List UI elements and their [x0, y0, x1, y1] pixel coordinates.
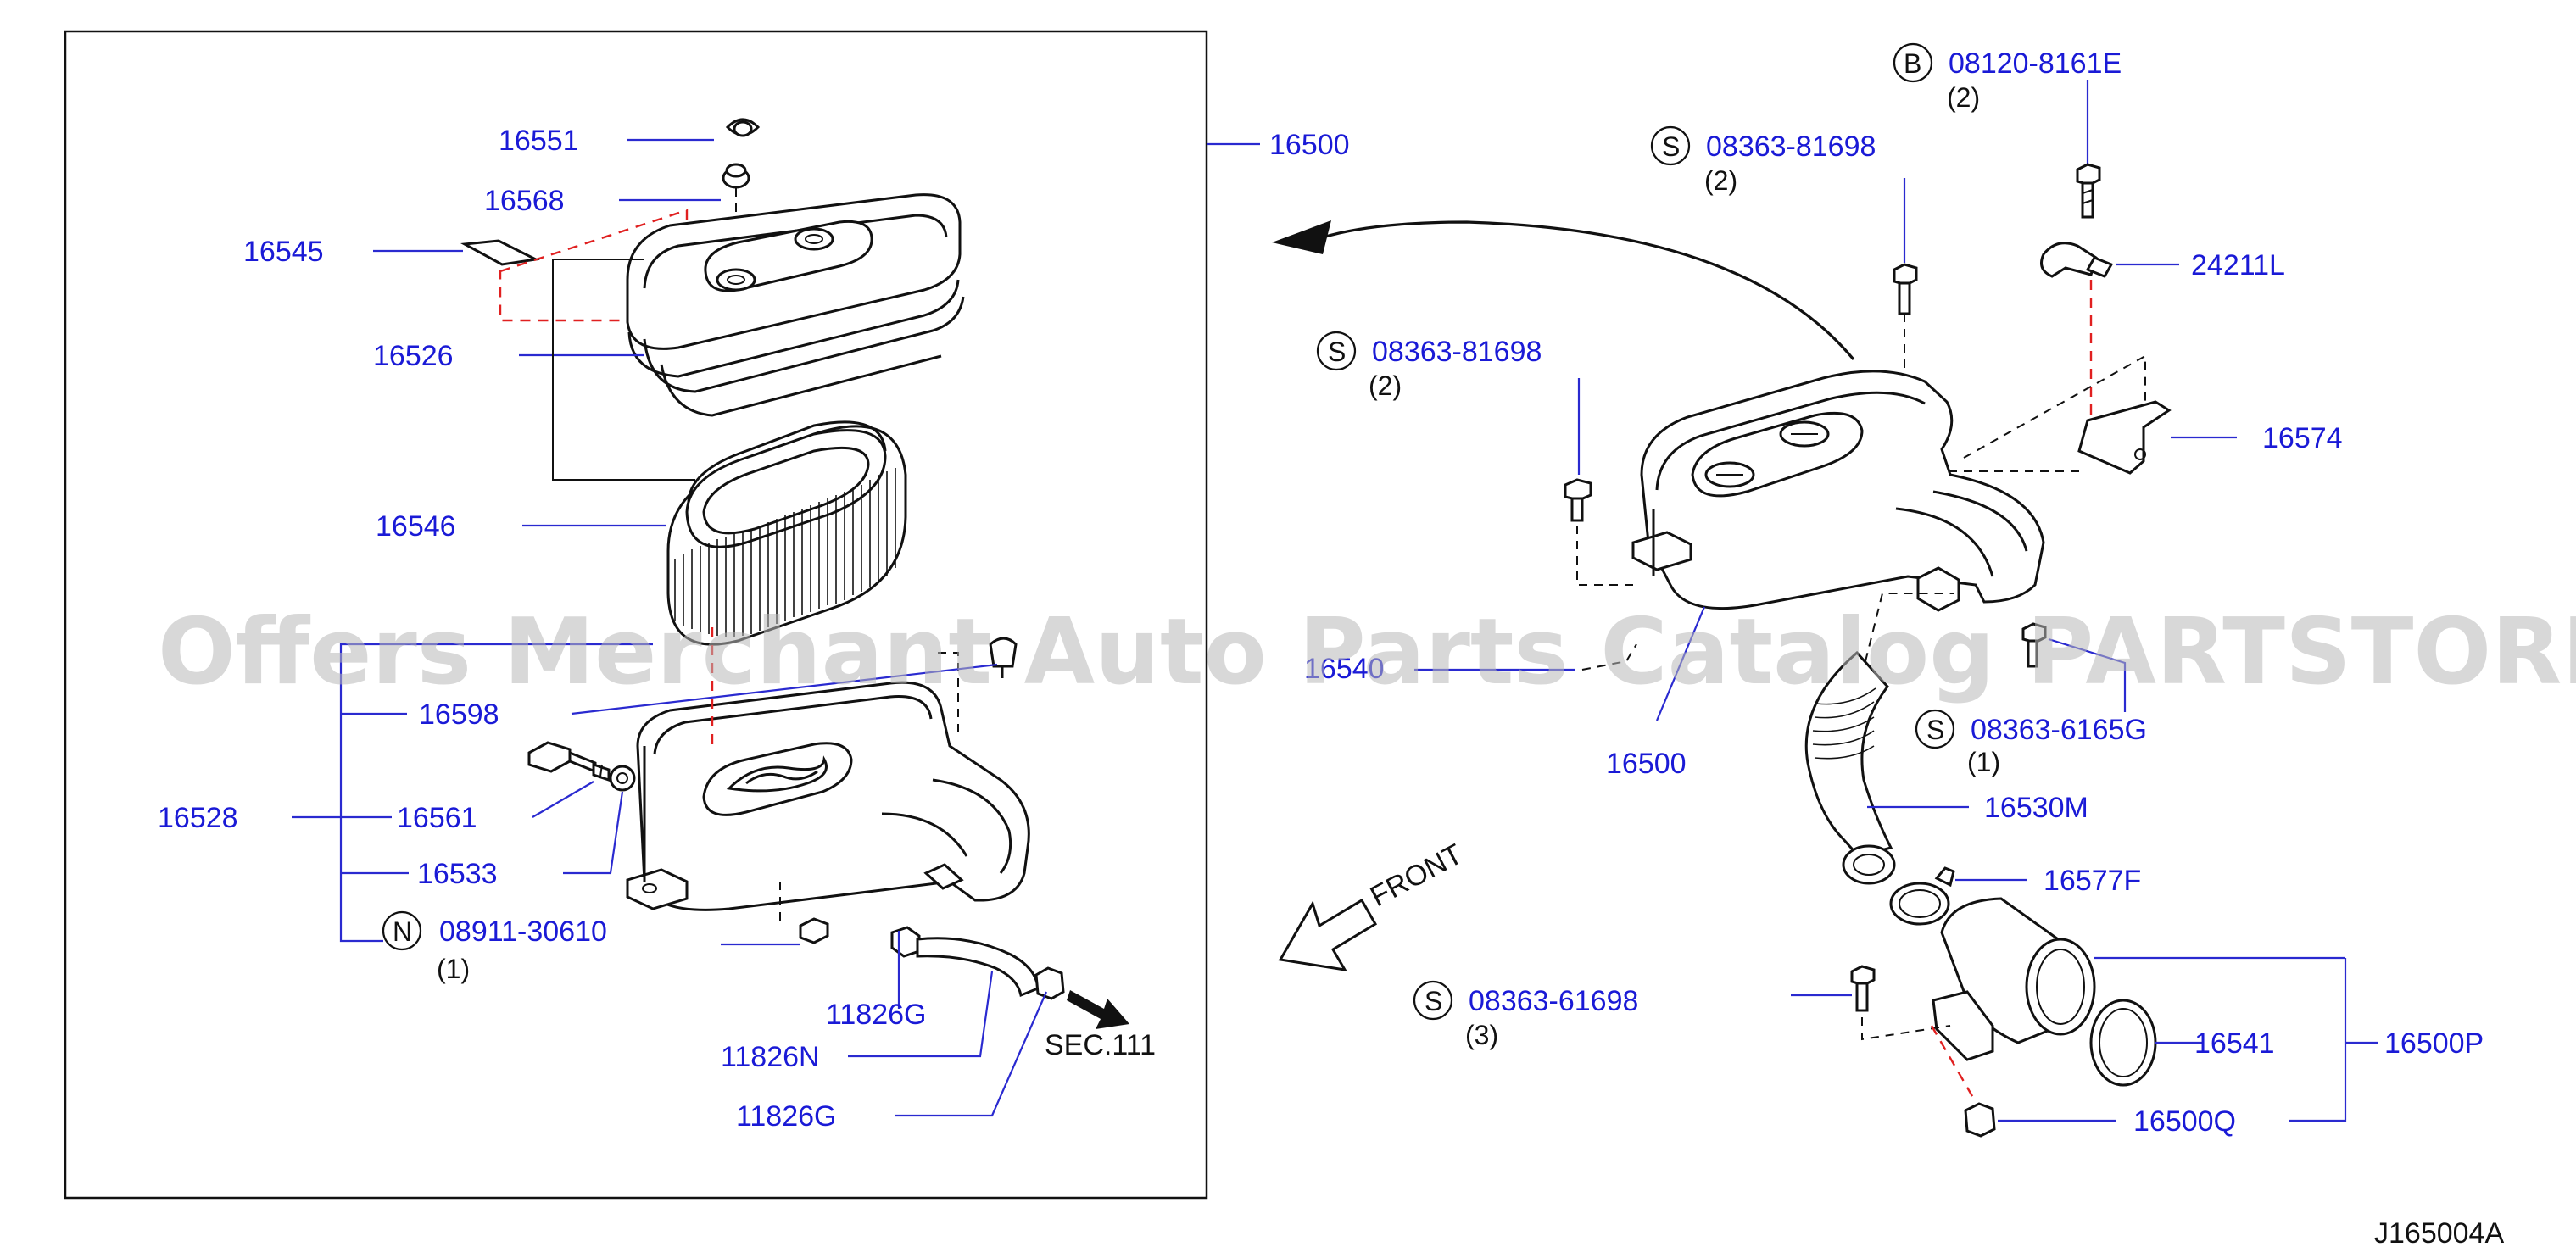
part-label-16551[interactable]: 16551 [499, 125, 579, 157]
air-duct-16530m-drawing [1804, 650, 1896, 885]
part-label-16574[interactable]: 16574 [2262, 422, 2343, 454]
part-label-08363-81698-upper[interactable]: 08363-81698 [1706, 131, 1876, 163]
part-label-16528[interactable]: 16528 [158, 802, 238, 834]
resonator-16500p-drawing [1932, 897, 2096, 1061]
part-label-16540-partial[interactable]: 16540 [1304, 653, 1385, 685]
air-cleaner-cover-16526-drawing [626, 193, 965, 417]
air-cleaner-body-16528-drawing [626, 681, 1030, 911]
part-label-08911-30610[interactable]: 08911-30610 [439, 916, 607, 948]
code-letter-s-3: S [1926, 715, 1944, 745]
air-cleaner-assembly-16500-drawing [1631, 370, 2045, 612]
part-label-16577f[interactable]: 16577F [2044, 865, 2141, 897]
breather-hose-drawing [890, 926, 1129, 1029]
code-circle-b [1893, 42, 1933, 83]
part-label-16500-right[interactable]: 16500 [1606, 748, 1687, 780]
diagram-id: J165004A [2374, 1217, 2504, 1250]
part-label-24211l[interactable]: 24211L [2191, 249, 2285, 281]
front-label: FRONT [1365, 838, 1468, 914]
part-label-16500q[interactable]: 16500Q [2133, 1105, 2236, 1138]
part-label-16546[interactable]: 16546 [376, 510, 456, 543]
part-label-16561[interactable]: 16561 [397, 802, 477, 834]
grommet-16533-drawing [609, 765, 636, 792]
bracket-16574-drawing [2077, 400, 2172, 475]
section-reference-sec111[interactable]: SEC.111 [1045, 1029, 1156, 1061]
part-label-11826n[interactable]: 11826N [721, 1041, 820, 1073]
part-label-08120-8161e[interactable]: 08120-8161E [1949, 47, 2122, 80]
relocation-arrow [1272, 220, 1855, 361]
part-label-16500-assembly[interactable]: 16500 [1269, 129, 1350, 161]
air-filter-element-16546-drawing [666, 420, 907, 646]
code-circle-s-2 [1316, 331, 1357, 371]
bolt-08120-drawing [2076, 163, 2101, 219]
part-label-08363-6165g[interactable]: 08363-6165G [1971, 714, 2147, 746]
part-label-16598[interactable]: 16598 [419, 699, 499, 731]
catalog-watermark: Offers Merchant Auto Parts Catalog PARTS… [158, 599, 2576, 705]
part-label-16530m[interactable]: 16530M [1984, 792, 2088, 824]
quantity-08363-6165g: (1) [1967, 747, 2000, 777]
nut-08911-drawing [799, 917, 829, 944]
part-label-16541[interactable]: 16541 [2194, 1027, 2275, 1060]
exploded-view-frame [64, 30, 1208, 1200]
part-label-16545[interactable]: 16545 [243, 236, 324, 268]
part-label-16500p[interactable]: 16500P [2384, 1027, 2484, 1060]
grommet-16500q-drawing [1964, 1102, 1996, 1138]
code-circle-n [382, 910, 422, 951]
bolt-08363-6165g-drawing [2021, 622, 2047, 668]
wing-nut-16551-drawing [725, 118, 761, 137]
bolt-08363-upper-drawing [1893, 263, 1918, 315]
seal-washer-16568-drawing [722, 163, 750, 189]
part-label-11826g-lower[interactable]: 11826G [736, 1100, 836, 1133]
harness-clip-24211l-drawing [2040, 242, 2114, 278]
quantity-08363-81698-lower: (2) [1369, 370, 1402, 401]
quantity-08120-8161e: (2) [1947, 82, 1980, 113]
code-letter-s-1: S [1662, 131, 1680, 162]
part-label-16533[interactable]: 16533 [417, 858, 498, 890]
part-label-08363-81698-lower[interactable]: 08363-81698 [1372, 336, 1542, 368]
part-label-11826g-upper[interactable]: 11826G [826, 999, 926, 1031]
bolt-08363-lower-drawing [1564, 478, 1592, 522]
code-circle-s-4 [1413, 980, 1453, 1021]
quantity-08363-61698: (3) [1465, 1020, 1498, 1050]
bolt-08363-61698-drawing [1850, 965, 1876, 1012]
part-label-08363-61698[interactable]: 08363-61698 [1469, 985, 1638, 1017]
part-label-16526[interactable]: 16526 [373, 340, 454, 372]
code-letter-s-4: S [1425, 986, 1442, 1016]
bolt-16561-drawing [527, 741, 611, 782]
code-circle-s-1 [1650, 125, 1691, 166]
clip-16598-drawing [989, 637, 1018, 678]
hose-clamp-16577f-drawing [1889, 866, 1955, 926]
code-letter-b: B [1904, 48, 1921, 79]
code-letter-s-2: S [1328, 337, 1346, 367]
seal-16541-drawing [2089, 999, 2157, 1087]
quantity-08363-81698-upper: (2) [1704, 165, 1737, 196]
part-label-16568[interactable]: 16568 [484, 185, 565, 217]
code-letter-n: N [393, 916, 412, 947]
code-circle-s-3 [1915, 709, 1955, 749]
caution-label-16545-drawing [460, 239, 540, 266]
front-direction-arrow [1278, 898, 1378, 971]
quantity-08911-30610: (1) [437, 954, 470, 984]
